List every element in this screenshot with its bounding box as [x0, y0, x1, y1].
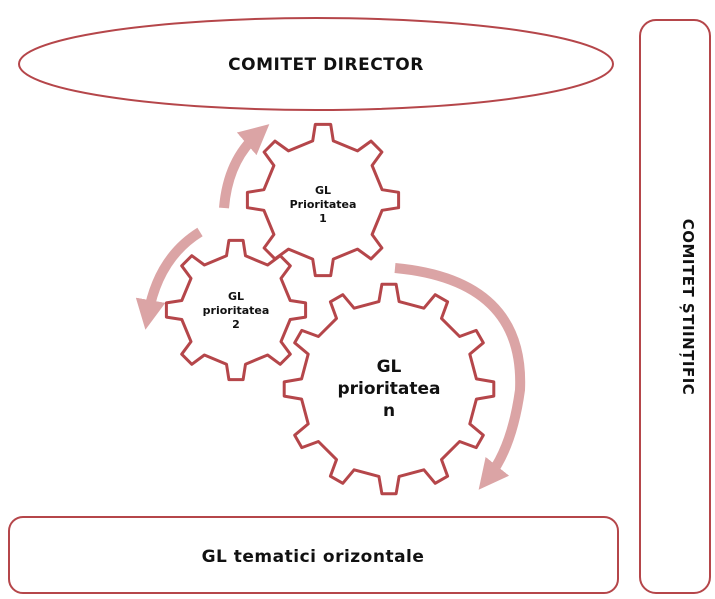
gear-2-label-line-3: 2 [232, 318, 240, 331]
gear-2-label-line-1: GL [228, 290, 244, 303]
gear-1-label-line-2: Prioritatea [290, 198, 357, 211]
gear-1 [245, 122, 401, 278]
director-committee-label: COMITET DIRECTOR [228, 55, 424, 75]
horizontal-themes-label: GL tematici orizontale [202, 547, 425, 567]
gear-2-label-line-2: prioritatea [203, 304, 270, 317]
gear-3 [282, 282, 496, 496]
gear-2 [164, 238, 308, 382]
arrow-left [135, 227, 203, 330]
director-committee: COMITET DIRECTOR [18, 17, 614, 111]
arrow-right [394, 263, 526, 490]
arrow-top [219, 124, 270, 209]
scientific-committee-label: COMITET ȘTIINȚIFIC [679, 219, 697, 396]
scientific-committee: COMITET ȘTIINȚIFIC [639, 19, 711, 594]
gear-3-label-line-1: GL [377, 357, 402, 377]
gear-1-label-line-1: GL [315, 184, 331, 197]
gear-1-label-line-3: 1 [319, 212, 327, 225]
horizontal-themes-box: GL tematici orizontale [8, 516, 619, 594]
gear-3-label-line-3: n [383, 401, 395, 421]
gear-3-label-line-2: prioritatea [338, 379, 441, 399]
